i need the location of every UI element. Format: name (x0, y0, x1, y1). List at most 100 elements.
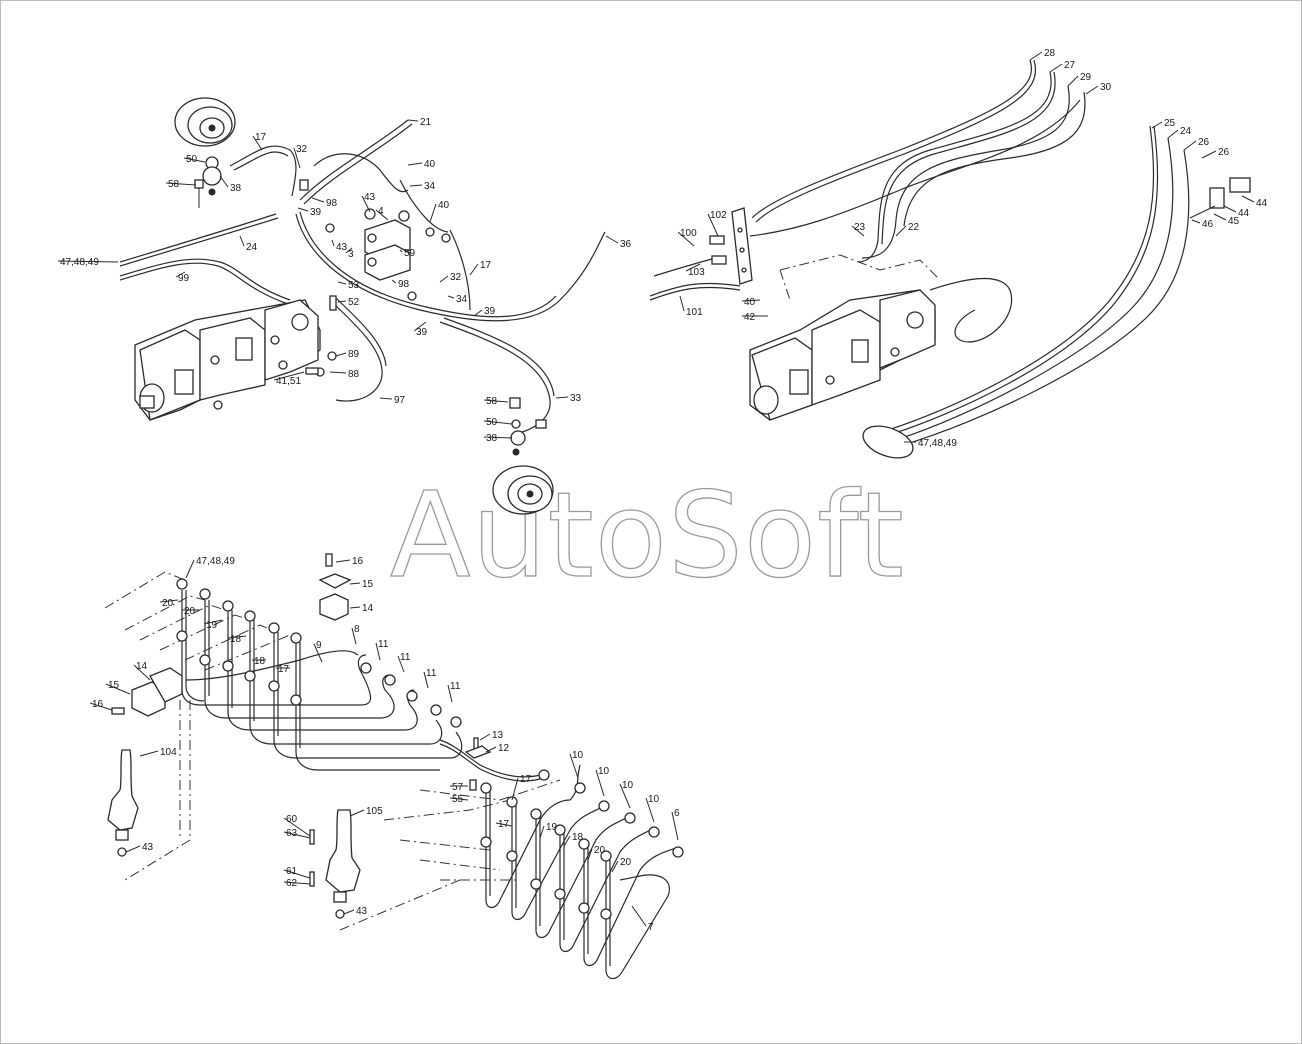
callout-label: 17 (278, 664, 290, 675)
tube-fittings-bottom-left (176, 578, 550, 781)
callout-label: 47,48,49 (60, 257, 99, 268)
callout-leader (361, 195, 371, 213)
callout-label: 50 (186, 154, 198, 165)
callout-leader (252, 135, 263, 151)
callout-label: 10 (598, 766, 610, 777)
callout-label: 18 (230, 634, 242, 645)
callout-leader (895, 225, 907, 237)
callout-leader (677, 231, 695, 247)
callout-leader (741, 299, 761, 302)
callout-label: 101 (686, 307, 703, 318)
callout-leader (409, 184, 423, 187)
callout-label: 20 (184, 606, 196, 617)
callout-label: 63 (286, 828, 298, 839)
callout-label: 6 (674, 808, 680, 819)
callout-leader (159, 599, 179, 603)
callout-label: 58 (168, 179, 180, 190)
callout-label: 43 (364, 192, 376, 203)
drive-motor-hub-top (174, 97, 236, 208)
callout-leader (375, 209, 389, 221)
callout-leader (555, 396, 569, 399)
callout-leader (331, 239, 335, 247)
callout-label: 38 (230, 183, 242, 194)
callout-label: 99 (178, 273, 190, 284)
callout-label: 44 (1256, 198, 1268, 209)
callout-leader (469, 263, 479, 276)
callout-leader (345, 247, 353, 254)
callout-leader (671, 811, 679, 841)
callout-label: 26 (1198, 137, 1210, 148)
callout-label: 100 (680, 228, 697, 239)
callout-label: 40 (424, 159, 436, 170)
callout-leader (1241, 195, 1255, 203)
callout-leader (1067, 75, 1079, 87)
tube-bundle-bottom-right (485, 764, 677, 980)
drive-motor-hub-bottom (492, 397, 554, 515)
callout-label: 11 (426, 668, 437, 679)
callout-leader (1151, 121, 1163, 129)
callout-leader (203, 619, 223, 625)
bottom-left-assembly (104, 553, 550, 881)
pump-dashed-outline (779, 254, 941, 301)
callout-label: 20 (162, 598, 174, 609)
callout-leader (349, 606, 361, 609)
bracket-44-45 (1189, 177, 1251, 219)
callout-label: 98 (326, 198, 338, 209)
callout-label: 30 (1100, 82, 1112, 93)
callout-label: 24 (1180, 126, 1192, 137)
callout-leader (337, 281, 347, 285)
callout-label: 39 (416, 327, 428, 338)
callout-leader (375, 642, 381, 661)
callout-label: 97 (394, 395, 406, 406)
callout-label: 89 (348, 349, 360, 360)
callout-label: 13 (492, 730, 504, 741)
callout-leader (297, 207, 309, 212)
callout-label: 18 (254, 656, 266, 667)
callout-label: 36 (620, 239, 632, 250)
callout-leader (1167, 129, 1179, 139)
callout-leader (335, 352, 347, 357)
callout-leader (851, 225, 865, 237)
valve-12-13 (464, 737, 492, 791)
valve-block (299, 179, 451, 311)
callout-leader (57, 260, 119, 263)
top-right-assembly (649, 59, 1251, 459)
callout-label: 62 (286, 878, 298, 889)
callout-leader (483, 420, 513, 425)
callout-leader (439, 275, 449, 283)
callout-label: 22 (908, 222, 920, 233)
callout-label: 103 (688, 267, 705, 278)
callout-leader (485, 746, 497, 753)
callout-leader (283, 817, 311, 837)
callout-leader (483, 399, 509, 403)
callout-leader (539, 825, 545, 839)
callout-leader (239, 235, 245, 247)
callout-leader (227, 635, 247, 639)
callout-leader (511, 777, 519, 801)
callout-label: 32 (296, 144, 308, 155)
callout-leader (351, 627, 357, 645)
callout-leader (219, 175, 229, 188)
callout-label: 45 (1228, 216, 1240, 227)
callout-label: 17 (480, 260, 492, 271)
callout-leader (1029, 51, 1043, 61)
callout-label: 47,48,49 (196, 556, 235, 567)
callout-leader (105, 683, 131, 695)
callout-label: 40 (744, 297, 756, 308)
callout-label: 39 (310, 207, 322, 218)
callout-label: 44 (1238, 208, 1250, 219)
hydraulic-pump-right (749, 289, 936, 421)
watermark-text: AutoSoft (390, 466, 905, 604)
callout-label: 21 (420, 117, 432, 128)
callout-label: 52 (348, 297, 360, 308)
callout-leader (311, 197, 325, 203)
callout-label: 3 (348, 249, 354, 260)
callout-label: 33 (570, 393, 582, 404)
callout-leader (1191, 219, 1201, 224)
callout-label: 14 (362, 603, 374, 614)
callout-leader (605, 235, 619, 244)
hose-lines-top-left (119, 119, 606, 433)
callout-leader (273, 371, 305, 381)
callout-label: 41,51 (276, 376, 301, 387)
callout-label: 46 (1202, 219, 1214, 230)
